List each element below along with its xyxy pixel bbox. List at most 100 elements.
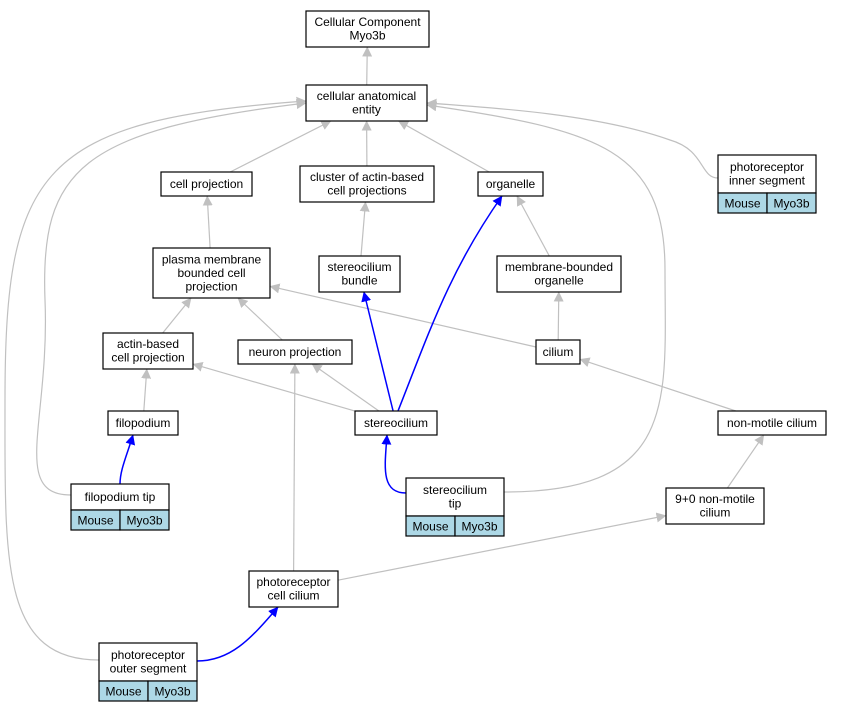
edge-filopodium-to-abcp <box>141 368 152 412</box>
edge-prcc-to-ninezero <box>337 512 667 581</box>
edge-stereocilium-to-scbundle <box>361 291 394 412</box>
node-label: entity <box>352 103 381 117</box>
edge-neuronproj-to-pmbcp <box>237 297 283 341</box>
node-box <box>717 154 817 194</box>
edge-filotip-to-filopodium <box>119 434 136 485</box>
species-tag: Mouse <box>77 514 113 528</box>
node-filopodium[interactable]: filopodium <box>107 410 179 436</box>
node-box <box>98 642 198 682</box>
node-label: membrane-bounded <box>505 260 613 274</box>
edge-scbundle-to-cluster <box>359 201 370 257</box>
node-label: photoreceptor <box>256 575 330 589</box>
node-label: cilium <box>543 345 574 359</box>
edge-stereocilium-to-organelle <box>397 195 503 412</box>
node-box <box>496 255 622 293</box>
node-label: neuron projection <box>249 345 342 359</box>
edge-sctip-to-cae <box>426 101 666 493</box>
node-nmcilium[interactable]: non-motile cilium <box>717 410 827 436</box>
edge-pros-to-prcc <box>196 606 279 662</box>
node-label: plasma membrane <box>162 252 262 266</box>
node-box <box>354 410 438 436</box>
node-box <box>248 570 339 608</box>
node-label: bundle <box>341 274 377 288</box>
edge-stereocilium-to-abcp <box>192 361 356 412</box>
node-label: cell cilium <box>267 589 319 603</box>
edge-cae-to-root <box>362 46 373 86</box>
node-box <box>477 171 544 197</box>
node-label: cellular anatomical <box>317 89 416 103</box>
node-box <box>665 487 765 525</box>
node-box <box>102 332 194 370</box>
node-label: non-motile cilium <box>727 416 817 430</box>
edge-stereocilium-to-neuronproj <box>311 363 380 412</box>
edge-cilium-to-pmbcp <box>269 283 537 348</box>
edge-mbo-to-organelle <box>516 195 550 257</box>
node-label: projection <box>185 279 237 293</box>
node-neuronproj[interactable]: neuron projection <box>237 339 353 365</box>
node-label: photoreceptor <box>730 160 804 174</box>
node-box <box>237 339 353 365</box>
species-tag: Mouse <box>724 197 760 211</box>
gene-tag: Myo3b <box>773 197 809 211</box>
edge-pmbcp-to-cellproj <box>202 195 213 249</box>
node-box <box>107 410 179 436</box>
species-tag: Mouse <box>105 685 141 699</box>
node-label: filopodium <box>116 416 171 430</box>
node-box <box>305 10 430 48</box>
node-label: stereocilium <box>423 483 487 497</box>
node-label: organelle <box>534 274 584 288</box>
node-box <box>299 165 435 203</box>
annotation-tag-box <box>147 680 198 702</box>
node-box <box>152 247 271 299</box>
node-box <box>160 171 253 197</box>
node-label: stereocilium <box>327 260 391 274</box>
node-label: filopodium tip <box>85 490 156 504</box>
node-box <box>70 483 170 511</box>
edge-nmcilium-to-cilium <box>579 357 736 412</box>
node-label: photoreceptor <box>111 648 185 662</box>
edge-pris-to-cae <box>426 98 719 179</box>
edge-organelle-to-cae <box>398 120 490 173</box>
edge-prcc-to-neuronproj <box>289 363 300 572</box>
edge-filotip-to-cae <box>36 99 307 496</box>
edge-pros-to-cae <box>4 96 307 661</box>
node-label: Myo3b <box>349 29 385 43</box>
node-cellproj[interactable]: cell projection <box>160 171 253 197</box>
node-label: stereocilium <box>364 416 428 430</box>
node-stereocilium[interactable]: stereocilium <box>354 410 438 436</box>
node-label: inner segment <box>729 174 806 188</box>
node-cilium[interactable]: cilium <box>535 339 581 365</box>
annotation-tag-box <box>766 192 817 214</box>
node-label: cell projection <box>170 177 243 191</box>
node-label: actin-based <box>117 337 179 351</box>
gene-tag: Myo3b <box>126 514 162 528</box>
node-label: cluster of actin-based <box>310 170 424 184</box>
node-label: organelle <box>486 177 536 191</box>
node-label: cilium <box>700 506 731 520</box>
edge-ninezero-to-nmcilium <box>726 434 765 489</box>
edge-cellproj-to-cae <box>229 120 332 173</box>
annotation-tag-box <box>454 515 505 537</box>
edge-cilium-to-mbo <box>553 291 564 341</box>
species-tag: Mouse <box>412 520 448 534</box>
node-label: cell projections <box>327 184 406 198</box>
node-organelle[interactable]: organelle <box>477 171 544 197</box>
node-label: bounded cell <box>177 266 245 280</box>
edge-sctip-to-stereocilium <box>381 434 407 494</box>
edge-abcp-to-pmbcp <box>162 297 192 334</box>
node-label: cell projection <box>111 351 184 365</box>
